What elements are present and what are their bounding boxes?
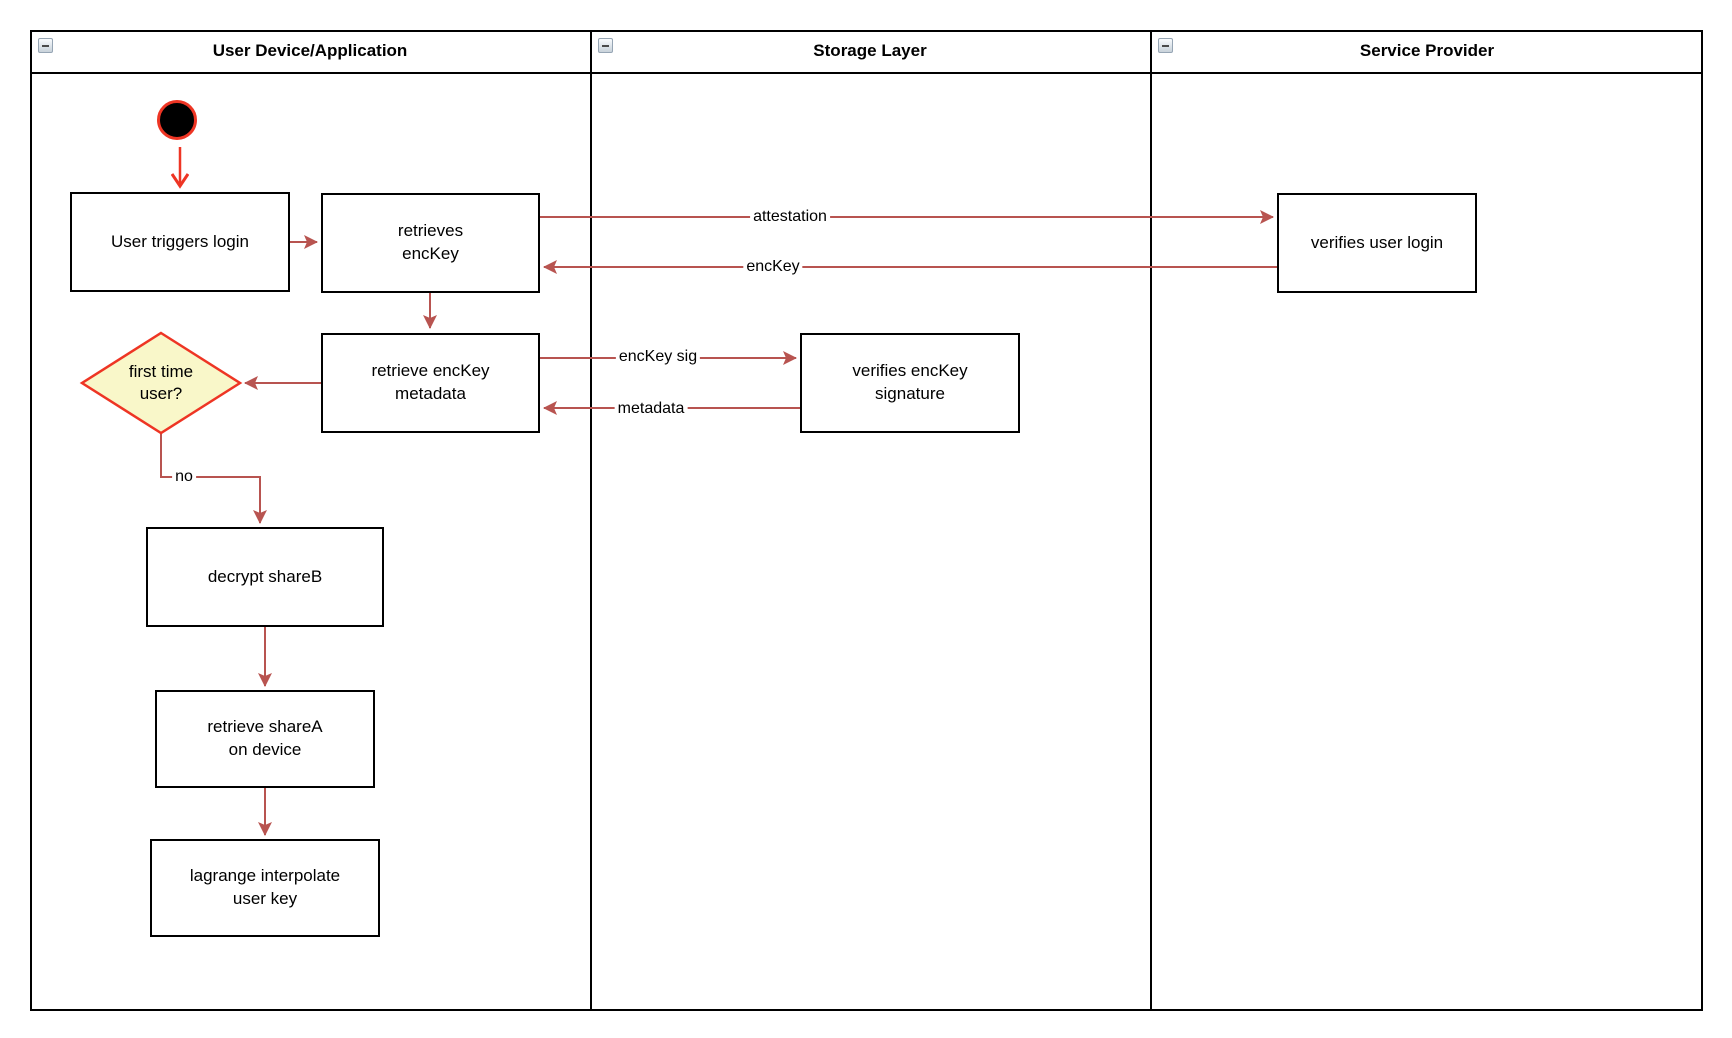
node-label: lagrange interpolate user key xyxy=(189,866,341,908)
collapse-lane-storage-button[interactable] xyxy=(598,38,613,53)
activity-user-triggers-login[interactable]: User triggers login xyxy=(70,192,290,292)
collapse-lane-user-device-button[interactable] xyxy=(38,38,53,53)
edge-label-enckey-sig: encKey sig xyxy=(615,348,701,366)
decision-first-time-user[interactable]: first time user? xyxy=(77,329,245,437)
lane-title-service-provider: Service Provider xyxy=(1359,41,1495,60)
lane-title-storage-layer: Storage Layer xyxy=(813,41,927,60)
edge-label-no: no xyxy=(172,468,196,486)
activity-verifies-enckey-signature[interactable]: verifies encKey signature xyxy=(800,333,1020,433)
activity-verifies-user-login[interactable]: verifies user login xyxy=(1277,193,1477,293)
minus-icon xyxy=(602,44,609,47)
node-label: verifies user login xyxy=(1310,232,1444,252)
decision-label: first time user? xyxy=(128,361,194,403)
activity-retrieve-sharea[interactable]: retrieve shareA on device xyxy=(155,690,375,788)
swimlane-pool xyxy=(30,30,1703,1011)
lane-header-separator xyxy=(30,72,1703,74)
node-label: retrieves encKey xyxy=(397,221,464,263)
node-label: decrypt shareB xyxy=(207,566,323,586)
minus-icon xyxy=(42,44,49,47)
edge-label-attestation: attestation xyxy=(750,208,830,226)
activity-decrypt-shareb[interactable]: decrypt shareB xyxy=(146,527,384,627)
initial-node[interactable] xyxy=(157,100,197,140)
node-label: User triggers login xyxy=(111,231,249,251)
minus-icon xyxy=(1162,44,1169,47)
activity-retrieve-enckey-metadata[interactable]: retrieve encKey metadata xyxy=(321,333,540,433)
lane-divider-2 xyxy=(1150,30,1152,1011)
activity-retrieves-enckey[interactable]: retrieves encKey xyxy=(321,193,540,293)
collapse-lane-provider-button[interactable] xyxy=(1158,38,1173,53)
diamond-shape xyxy=(79,331,243,435)
lane-title-user-device: User Device/Application xyxy=(212,41,408,60)
node-label: retrieve shareA on device xyxy=(207,717,323,759)
edge-label-enckey: encKey xyxy=(743,258,803,276)
node-label: verifies encKey signature xyxy=(852,361,968,403)
activity-lagrange-interpolate[interactable]: lagrange interpolate user key xyxy=(150,839,380,937)
node-label: retrieve encKey metadata xyxy=(371,361,490,403)
edge-label-metadata: metadata xyxy=(614,400,688,418)
lane-divider-1 xyxy=(590,30,592,1011)
